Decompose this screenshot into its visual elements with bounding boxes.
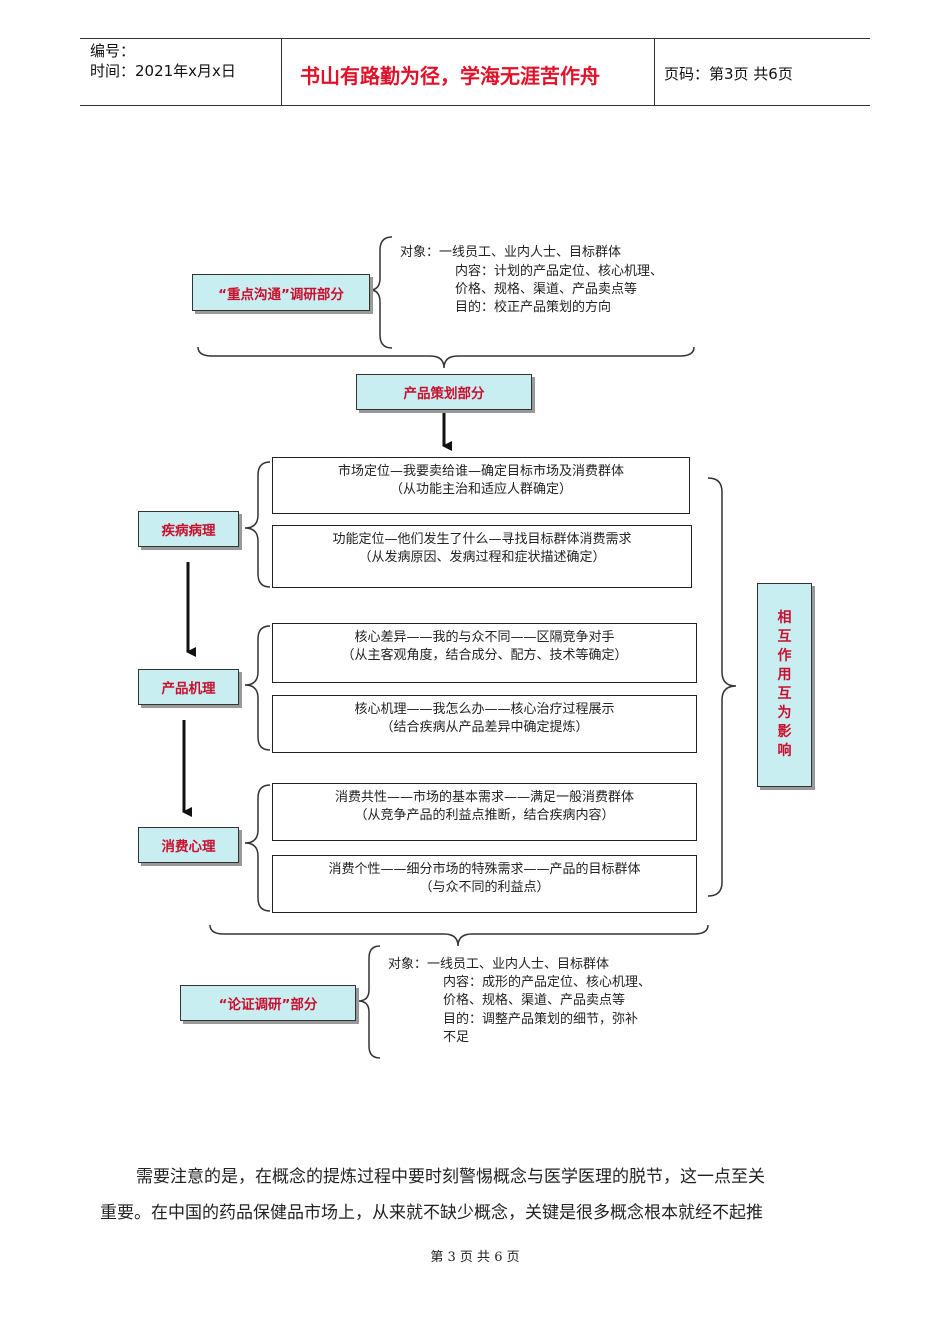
- consumer-individuality-box: 消费个性——细分市场的特殊需求——产品的目标群体 （与众不同的利益点）: [272, 855, 697, 913]
- vertical-char: 为: [777, 705, 792, 721]
- brace-mechanism: [244, 625, 271, 751]
- top-merge-brace: [197, 346, 695, 369]
- bottom-notes-brace: [357, 945, 381, 1059]
- vertical-char: 互: [777, 629, 792, 645]
- top-notes-line-3: 价格、规格、渠道、产品卖点等: [455, 282, 638, 297]
- core-difference-box: 核心差异——我的与众不同——区隔竞争对手 （从主客观角度，结合成分、配方、技术等…: [272, 623, 697, 683]
- box-line: 消费个性——细分市场的特殊需求——产品的目标群体: [328, 862, 641, 877]
- consumer-commonality-box: 消费共性——市场的基本需求——满足一般消费群体 （从竞争产品的利益点推断，结合疾…: [272, 783, 697, 841]
- vertical-char: 影: [777, 724, 792, 740]
- box-line: 核心差异——我的与众不同——区隔竞争对手: [354, 630, 615, 645]
- vertical-char: 用: [777, 667, 792, 683]
- bottom-notes-line-1: 对象：一线员工、业内人士、目标群体: [388, 957, 610, 972]
- motto: 书山有路勤为径，学海无涯苦作舟: [300, 64, 600, 88]
- top-notes-line-1: 对象：一线员工、业内人士、目标群体: [400, 245, 622, 260]
- header-divider-left: [281, 38, 282, 106]
- box-line: （结合疾病从产品差异中确定提炼）: [380, 720, 589, 735]
- core-mechanism-box: 核心机理——我怎么办——核心治疗过程展示 （结合疾病从产品差异中确定提炼）: [272, 695, 697, 753]
- brace-disease: [244, 461, 271, 588]
- bottom-notes-line-5: 不足: [443, 1030, 470, 1045]
- top-notes-line-2: 内容：计划的产品定位、核心机理、: [455, 264, 664, 279]
- bottom-merge-brace: [209, 924, 709, 947]
- top-notes-line-4: 目的：校正产品策划的方向: [455, 300, 612, 315]
- disease-pathology-node: 疾病病理: [138, 511, 239, 547]
- time-label: 时间：2021年x月x日: [90, 62, 236, 80]
- product-mechanism-node: 产品机理: [138, 669, 239, 705]
- paragraph-line-1: 需要注意的是，在概念的提炼过程中要时刻警惕概念与医学医理的脱节，这一点至关: [136, 1167, 765, 1187]
- box-line: （从功能主治和适应人群确定）: [389, 482, 572, 497]
- function-positioning-box: 功能定位—他们发生了什么—寻找目标群体消费需求 （从发病原因、发病过程和症状描述…: [272, 525, 692, 588]
- vertical-char: 互: [777, 686, 792, 702]
- vertical-char: 相: [777, 610, 792, 626]
- market-positioning-box: 市场定位—我要卖给谁—确定目标市场及消费群体 （从功能主治和适应人群确定）: [272, 457, 690, 514]
- mutual-influence-box: 相 互 作 用 互 为 影 响: [757, 583, 812, 787]
- key-communication-box: “重点沟通”调研部分: [192, 274, 370, 311]
- box-line: 市场定位—我要卖给谁—确定目标市场及消费群体: [337, 464, 624, 479]
- box-line: （从主客观角度，结合成分、配方、技术等确定）: [341, 648, 628, 663]
- box-line: 核心机理——我怎么办——核心治疗过程展示: [354, 702, 615, 717]
- paragraph-line-2: 重要。在中国的药品保健品市场上，从来就不缺少概念，关键是很多概念根本就经不起推: [100, 1203, 763, 1223]
- top-notes-brace: [369, 236, 393, 349]
- product-planning-box: 产品策划部分: [356, 374, 532, 410]
- box-line: （从发病原因、发病过程和症状描述确定）: [358, 550, 606, 565]
- bottom-notes-line-2: 内容：成形的产品定位、核心机理、: [443, 975, 652, 990]
- vertical-char: 响: [777, 743, 792, 759]
- box-line: 消费共性——市场的基本需求——满足一般消费群体: [334, 790, 634, 805]
- header-bottom-rule: [80, 105, 870, 106]
- header-divider-right: [654, 38, 655, 106]
- box-line: （从竞争产品的利益点推断，结合疾病内容）: [354, 808, 615, 823]
- bottom-notes-line-4: 目的：调整产品策划的细节，弥补: [443, 1012, 639, 1027]
- bottom-notes-line-3: 价格、规格、渠道、产品卖点等: [443, 993, 626, 1008]
- header-top-rule: [80, 38, 870, 39]
- page-info: 页码：第3页 共6页: [664, 65, 793, 83]
- page-footer: 第 3 页 共 6 页: [430, 1250, 520, 1265]
- vertical-char: 作: [777, 648, 792, 664]
- box-line: 功能定位—他们发生了什么—寻找目标群体消费需求: [332, 532, 632, 547]
- consumer-psychology-node: 消费心理: [138, 827, 239, 863]
- serial-label: 编号：: [90, 42, 136, 60]
- box-line: （与众不同的利益点）: [419, 880, 550, 895]
- brace-consumer: [244, 784, 271, 912]
- right-big-brace: [707, 477, 737, 897]
- validation-research-box: “论证调研”部分: [180, 985, 356, 1021]
